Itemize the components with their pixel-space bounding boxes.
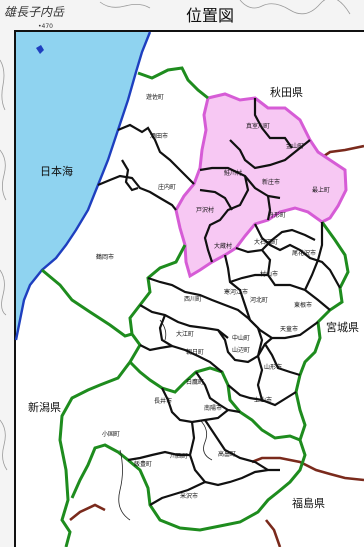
label-murayama: 村山市 (260, 271, 279, 278)
label-shirataka: 白鷹町 (186, 379, 205, 386)
coastline (14, 31, 152, 341)
label-sakata: 酒田市 (150, 133, 169, 140)
label-fukushima: 福島県 (292, 497, 325, 510)
label-yonezawa: 米沢市 (180, 493, 199, 500)
label-tendo: 天童市 (280, 326, 299, 333)
label-funagata: 舟形町 (268, 212, 287, 219)
label-tsuruoka: 鶴岡市 (96, 254, 115, 261)
label-sagae: 寒河江市 (224, 289, 249, 296)
label-nanyo: 南陽市 (204, 405, 223, 412)
label-niigata: 新潟県 (28, 401, 61, 414)
label-akita: 秋田県 (270, 86, 303, 99)
label-oguni: 小国町 (102, 431, 121, 438)
label-mamurogawa: 真室川町 (246, 123, 271, 130)
topo-lines (0, 0, 351, 471)
municipal-borders (97, 98, 341, 506)
district-borders (41, 66, 350, 547)
island (36, 45, 44, 54)
label-sea: 日本海 (40, 165, 73, 178)
label-kaneyama: 金山町 (286, 143, 305, 150)
label-nagai: 長井市 (154, 398, 173, 405)
label-obanazawa: 尾花沢市 (292, 250, 317, 257)
label-shinjo: 新庄市 (262, 179, 281, 186)
map-title: 位置図 (186, 6, 235, 25)
label-takahata: 高畠町 (218, 451, 237, 458)
label-kawanishi: 川西町 (170, 453, 189, 460)
sub-borders (118, 319, 213, 521)
label-oishida: 大石田町 (254, 239, 279, 246)
label-iide: 飯豊町 (134, 461, 153, 468)
label-miyagi: 宮城県 (326, 321, 359, 334)
label-yamagata: 山形市 (264, 364, 283, 371)
label-nakayama: 中山町 (232, 335, 251, 342)
label-yamanobe: 山辺町 (232, 347, 251, 354)
label-oe: 大江町 (176, 331, 195, 338)
label-okura: 大蔵村 (214, 243, 233, 250)
label-kahoku: 河北町 (250, 297, 269, 304)
label-sakegawa: 鮭川村 (224, 170, 243, 177)
label-kaminoyama: 上山市 (254, 397, 273, 404)
label-asahi: 朝日町 (186, 349, 205, 356)
corner-place-name: 雄長子内岳 (4, 5, 65, 19)
label-mogami: 最上町 (312, 187, 331, 194)
label-higashine: 東根市 (294, 302, 313, 309)
elevation-mark: •470 (38, 23, 53, 30)
label-yuza: 遊佐町 (146, 94, 165, 101)
label-tozawa: 戸沢村 (196, 207, 215, 214)
label-nishikawa: 西川町 (184, 296, 203, 303)
label-shonai: 庄内町 (158, 184, 177, 191)
